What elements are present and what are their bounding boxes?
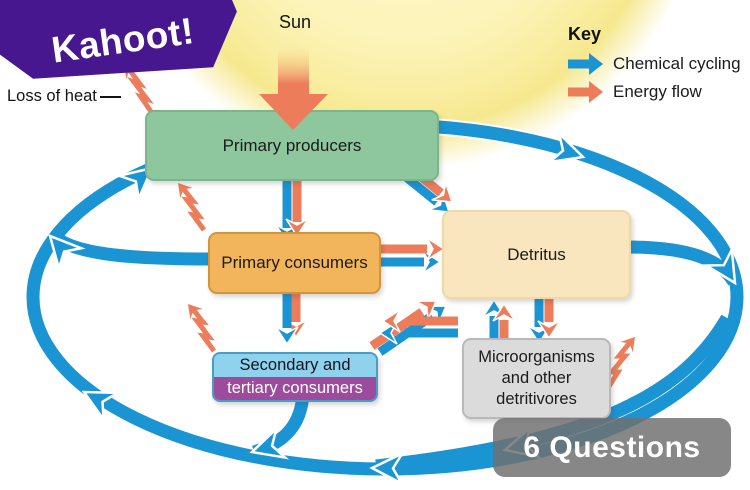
question-count-badge: 6 Questions xyxy=(493,418,731,477)
box-detritus-label: Detritus xyxy=(507,244,566,264)
box-primary-consumers: Primary consumers xyxy=(208,232,381,294)
loss-of-heat-connector xyxy=(99,95,121,98)
box-primary-producers-label: Primary producers xyxy=(222,135,362,155)
chemical-cycling-loop xyxy=(24,116,746,487)
energy-flow-arrow-icon xyxy=(568,81,603,103)
heat-zigzag-secondary xyxy=(188,304,217,353)
legend-label-energy-flow: Energy flow xyxy=(613,82,702,101)
kahoot-logo-text: Kahoot! xyxy=(48,9,197,71)
paired-flow-arrows xyxy=(275,161,561,358)
detritus-to-micro-arrow xyxy=(527,297,561,345)
branch-loop-bottom-inner xyxy=(375,314,733,473)
box-microorganisms-line1: Microorganisms xyxy=(478,348,595,366)
legend-row-chemical-cycling: Chemical cycling xyxy=(568,53,741,75)
box-microorganisms-line2: and other xyxy=(501,369,572,387)
question-count-label: 6 Questions xyxy=(523,430,701,464)
legend-row-energy-flow: Energy flow xyxy=(568,81,741,103)
box-detritus: Detritus xyxy=(442,210,631,299)
heat-zigzag-consumers xyxy=(178,183,207,232)
box-primary-consumers-label: Primary consumers xyxy=(221,253,368,272)
box-microorganisms: Microorganisms and other detritivores xyxy=(462,338,611,419)
legend-label-chemical-cycling: Chemical cycling xyxy=(613,54,741,73)
heat-zigzag-microorganisms xyxy=(605,337,635,390)
box-secondary-label-top: Secondary and xyxy=(214,354,376,377)
loss-of-heat-text: Loss of heat xyxy=(7,87,97,105)
loss-of-heat-label: Loss of heat xyxy=(7,87,121,106)
box-secondary-label-bottom: tertiary consumers xyxy=(214,377,376,400)
micro-to-secondary-arrow xyxy=(378,309,458,345)
legend-title: Key xyxy=(568,24,602,44)
legend-key: Key Chemical cycling Energy flow xyxy=(568,24,741,109)
box-microorganisms-line3: detritivores xyxy=(496,390,577,408)
box-secondary-tertiary-consumers: Secondary and tertiary consumers xyxy=(212,352,378,402)
kahoot-logo-banner: Kahoot! xyxy=(0,0,237,79)
consumers-to-detritus-arrow xyxy=(380,237,446,274)
sun-label: Sun xyxy=(279,12,312,32)
box-primary-producers: Primary producers xyxy=(145,110,439,181)
consumers-to-secondary-arrow xyxy=(275,292,308,346)
chemical-cycling-arrow-icon xyxy=(568,53,603,75)
